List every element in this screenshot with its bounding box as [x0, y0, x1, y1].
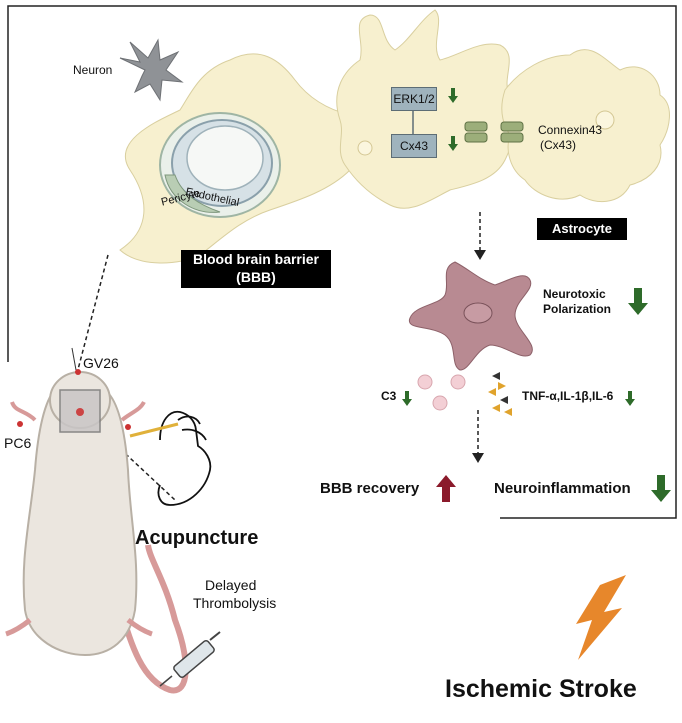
connexin-label: Connexin43 — [538, 123, 603, 137]
astrocyte-nucleus-left — [357, 140, 373, 156]
frame-border — [7, 5, 677, 519]
erk-box: ERK1/2 — [391, 87, 437, 111]
gv26-needle — [71, 347, 77, 371]
bbb-label-line1: Blood brain barrier — [192, 251, 320, 267]
leader-line-top — [69, 254, 109, 401]
bbb-label-line2: (BBB) — [236, 269, 276, 285]
hand-icon — [157, 410, 212, 506]
astrocyte-nucleus-right — [595, 110, 615, 130]
rat-illustration — [5, 347, 189, 694]
gv26-point — [75, 369, 81, 375]
astrocyte-right — [501, 49, 670, 203]
rat-front-left-paw — [10, 401, 37, 422]
cx43-box: Cx43 — [391, 134, 437, 158]
rat-hind-left-paw — [5, 618, 32, 637]
cytokine-triangles — [488, 372, 512, 416]
pericyte-shape — [164, 174, 221, 213]
arrowhead-1 — [474, 250, 486, 260]
bbb-recovery-label: BBB recovery — [320, 480, 420, 497]
snout-dot — [76, 408, 84, 416]
acupuncture-label: Acupuncture — [135, 527, 259, 549]
connexin-channels — [464, 121, 524, 143]
neuron-label: Neuron — [73, 63, 113, 77]
pc6-left-point — [17, 421, 23, 427]
bbb-label-box: Blood brain barrier (BBB) — [181, 250, 331, 288]
syringe-icon — [159, 631, 221, 687]
delayed-label-line1: Delayed — [205, 577, 257, 593]
cx43-down-arrow-icon — [448, 136, 458, 151]
astrocyte-label: Astrocyte — [537, 218, 627, 240]
cytokine-down-arrow-icon — [625, 391, 635, 406]
c3-down-arrow-icon — [402, 391, 412, 406]
lightning-icon — [576, 575, 626, 660]
connexin-abbr-label: (Cx43) — [540, 138, 577, 152]
neuron-shape — [119, 38, 184, 102]
c3-particles — [417, 374, 466, 411]
neurotoxic-label-line2: Polarization — [543, 302, 612, 316]
cytokines-label: TNF-α,IL-1β,IL-6 — [522, 389, 614, 403]
neuroinflammation-down-arrow-icon — [651, 475, 671, 502]
microglia-nucleus — [463, 302, 493, 324]
acupuncture-needle — [129, 422, 179, 438]
rat-front-right-paw — [120, 400, 146, 422]
c3-label: C3 — [381, 389, 397, 403]
ischemic-stroke-label: Ischemic Stroke — [445, 675, 637, 703]
delayed-label-line2: Thrombolysis — [193, 595, 277, 611]
down-arrow-icons — [402, 88, 671, 502]
erk-down-arrow-icon — [448, 88, 458, 103]
rat-hind-right-paw — [126, 618, 153, 637]
pc6-right-point — [125, 424, 131, 430]
neurotoxic-down-arrow-icon — [628, 288, 648, 315]
arrowhead-2 — [472, 453, 484, 463]
neurotoxic-label-line1: Neurotoxic — [543, 287, 606, 301]
gv26-label: GV26 — [83, 355, 119, 371]
pc6-label: PC6 — [4, 435, 32, 451]
vessel-lumen — [186, 125, 264, 191]
rat-body — [22, 380, 138, 657]
bbb-recovery-up-arrow-icon — [436, 475, 456, 502]
neuroinflammation-label: Neuroinflammation — [494, 480, 631, 497]
